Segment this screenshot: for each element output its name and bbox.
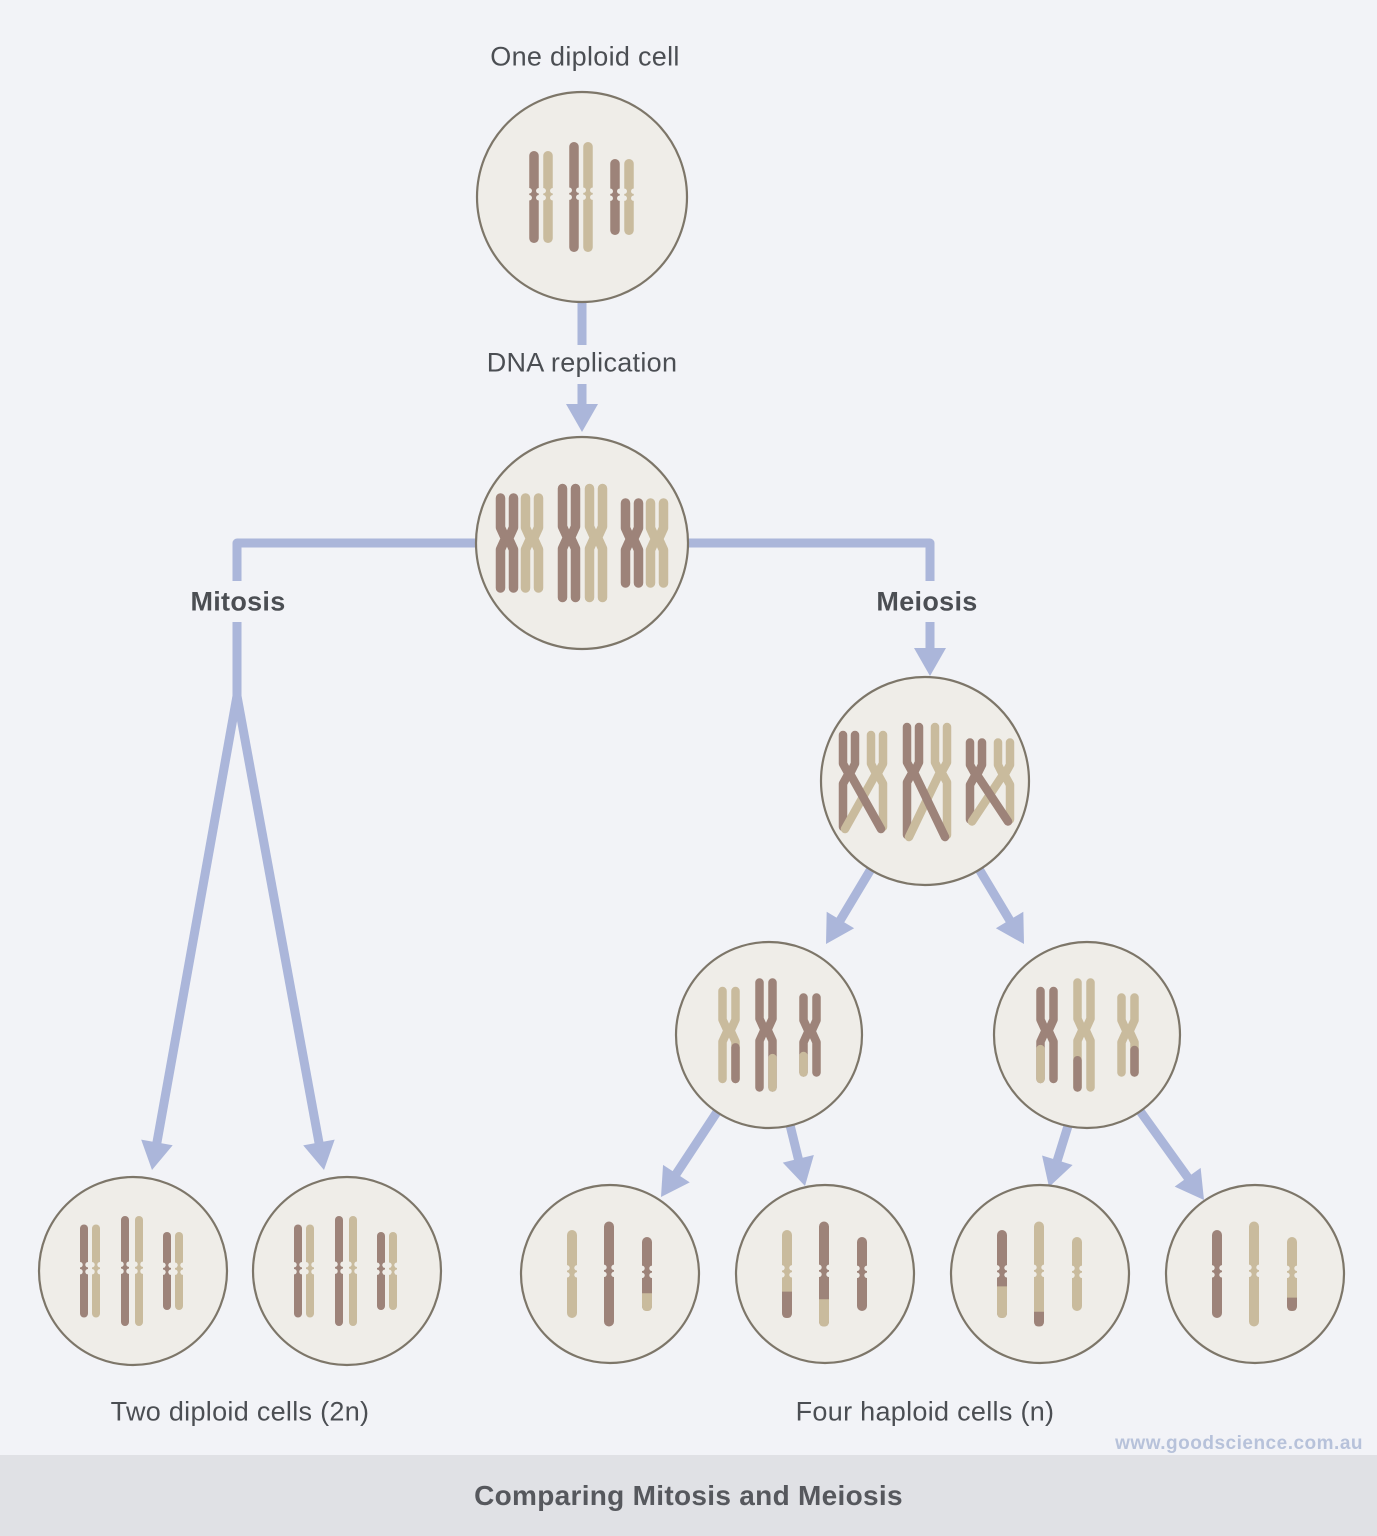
website-watermark: www.goodscience.com.au: [1115, 1433, 1363, 1454]
dna-replication-arrow: [566, 384, 598, 432]
diagram-canvas: [37, 90, 1346, 1367]
mitosis-arrow-right: [232, 695, 335, 1170]
mitosis-arrow-left: [141, 695, 242, 1170]
diagram-caption: Comparing Mitosis and Meiosis: [474, 1479, 903, 1511]
four-haploid-cells-label: Four haploid cells (n): [795, 1396, 1055, 1427]
replicated-cell: [474, 435, 690, 651]
diploid-daughter-cell-2: [251, 1175, 443, 1367]
meiosis-ii-cell-right: [992, 940, 1182, 1130]
meiosis-i-arrow-left: [826, 866, 875, 944]
mitosis-label: Mitosis: [190, 586, 286, 617]
dna-replication-label: DNA replication: [486, 347, 678, 378]
haploid-cell-4: [1164, 1183, 1346, 1365]
haploid-cell-1: [519, 1183, 701, 1365]
meiosis-ii-arrow-2: [782, 1123, 814, 1186]
meiosis-ii-cell-left: [674, 940, 864, 1130]
meiosis-arrow: [914, 622, 946, 676]
haploid-cell-3: [949, 1183, 1131, 1365]
caption-band: Comparing Mitosis and Meiosis: [0, 1455, 1377, 1536]
diploid-daughter-cell-1: [37, 1175, 229, 1367]
meiosis-ii-arrow-3: [1042, 1124, 1073, 1187]
meiosis-i-arrow-right: [975, 866, 1024, 944]
meiosis-ii-arrow-4: [1136, 1108, 1204, 1200]
one-diploid-cell: [475, 90, 689, 304]
replicated-cell-to-meiosis: [688, 538, 935, 581]
haploid-cell-2: [734, 1183, 916, 1365]
meiosis-i-cell: [819, 675, 1031, 887]
meiosis-ii-arrow-1: [661, 1109, 721, 1197]
replicated-cell-to-mitosis: [232, 538, 476, 581]
one-diploid-cell-label: One diploid cell: [490, 41, 680, 72]
meiosis-label: Meiosis: [876, 586, 978, 617]
two-diploid-cells-label: Two diploid cells (2n): [110, 1396, 370, 1427]
